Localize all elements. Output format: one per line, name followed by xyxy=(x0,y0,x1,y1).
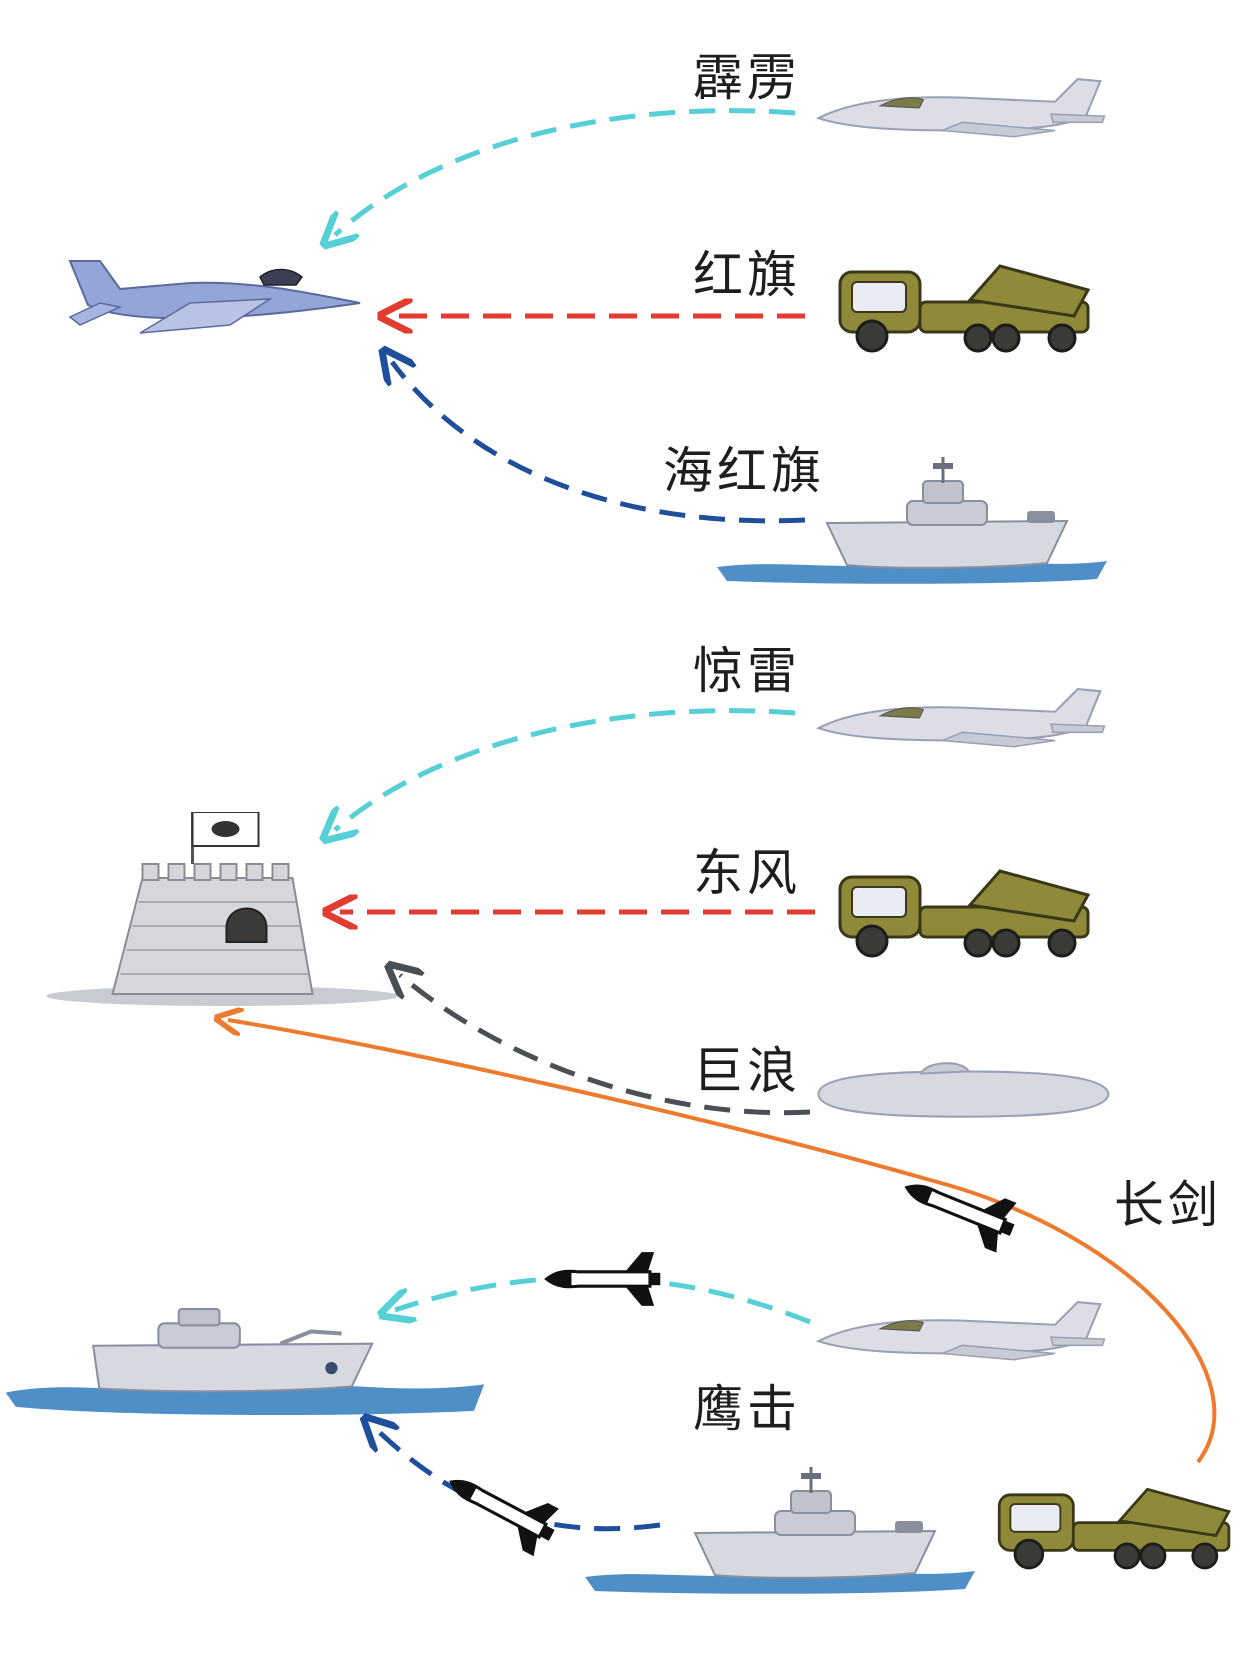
arrow-haihongqi xyxy=(392,362,806,524)
launcher-jet-3-icon xyxy=(817,1301,1106,1361)
submarine-icon xyxy=(817,1062,1110,1118)
launcher-jet-2-icon xyxy=(817,688,1106,748)
missile-yingji-sea-icon xyxy=(437,1456,566,1561)
label-haihongqi: 海红旗 xyxy=(663,442,825,500)
fighter-jet-target-icon xyxy=(68,259,362,335)
launcher-truck-1-icon xyxy=(838,264,1090,353)
label-pili: 霹雳 xyxy=(693,49,801,107)
label-dongfeng: 东风 xyxy=(693,844,801,902)
ship-target-icon xyxy=(6,1309,485,1415)
label-julang: 巨浪 xyxy=(693,1042,801,1100)
arrow-changjian xyxy=(228,1020,1217,1464)
label-jinglei: 惊雷 xyxy=(693,642,801,700)
label-hongqi: 红旗 xyxy=(693,246,801,304)
arrow-pili xyxy=(335,108,796,235)
label-changjian: 长剑 xyxy=(1114,1176,1222,1234)
label-yingji: 鹰击 xyxy=(693,1380,801,1438)
launcher-jet-1-icon xyxy=(817,78,1106,138)
arrow-jinglei xyxy=(335,708,796,830)
launcher-warship-2-icon xyxy=(583,1465,977,1595)
arrow-yingji-sea xyxy=(375,1428,661,1532)
launcher-truck-3-icon xyxy=(997,1487,1231,1570)
missile-yingji-air-icon xyxy=(545,1250,662,1308)
launcher-truck-2-icon xyxy=(838,869,1090,958)
arrow-julang xyxy=(400,975,811,1116)
fortress-target-icon xyxy=(44,812,401,1008)
